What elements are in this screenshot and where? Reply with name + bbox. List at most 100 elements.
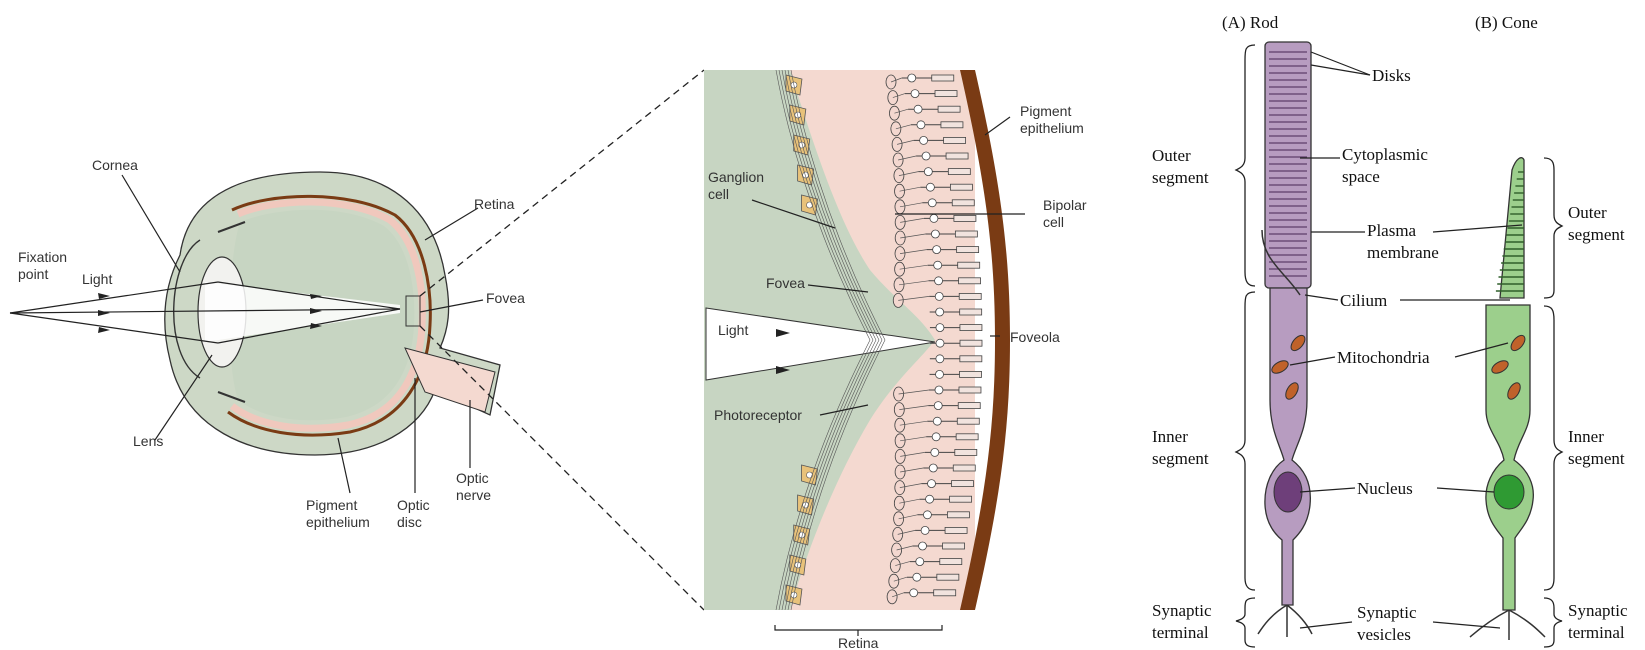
photoreceptor-body [908,74,916,82]
synaptic-vesicles-label: Synaptic vesicles [1357,603,1421,644]
photoreceptor-body [924,168,932,176]
photoreceptor-segment [943,543,965,549]
photoreceptor-segment [952,200,974,206]
photoreceptor-body [923,511,931,519]
nucleus-label: Nucleus [1357,479,1413,498]
fovea-detail: Pigment epithelium Ganglion cell Bipolar… [704,70,1090,650]
cone-nucleus [1494,475,1524,509]
photoreceptor-segment [947,512,969,518]
mitochondria-label: Mitochondria [1337,348,1430,367]
photoreceptor-body [930,214,938,222]
photoreceptor-segment [940,559,962,565]
inner-segment-label-right: Inner segment [1568,427,1625,468]
photoreceptor-body [919,542,927,550]
photoreceptor-body [936,324,944,332]
fixation-point-label: Fixation point [18,249,71,282]
retina-label-eye: Retina [474,196,515,212]
left-braces [1236,45,1255,647]
photoreceptor-segment [945,527,967,533]
photoreceptor-body [936,308,944,316]
photoreceptor-body [916,558,924,566]
rod-outer-segment [1265,42,1311,288]
photoreceptor-body [910,589,918,597]
zoom-line-bottom [420,326,704,610]
photoreceptor-body [928,480,936,488]
photoreceptor-segment [956,434,978,440]
bipolar-cell-label: Bipolar cell [1043,197,1090,230]
photoreceptor-label: Photoreceptor [714,407,802,423]
photoreceptor-body [934,402,942,410]
photoreceptor-segment [955,449,977,455]
photoreceptor-body [920,136,928,144]
retina-label-fovea: Retina [838,635,879,650]
fovea-label-detail: Fovea [766,275,805,291]
photoreceptor-body [935,277,943,285]
photoreceptor-segment [960,356,982,362]
photoreceptor-body [933,246,941,254]
photoreceptor-body [931,448,939,456]
cone-terminal [1470,610,1545,640]
disks-label: Disks [1372,66,1411,85]
photoreceptor-segment [959,278,981,284]
photoreceptor-segment [960,340,982,346]
pigment-epithelium-label-fovea: Pigment epithelium [1020,103,1084,136]
rod-cell [1258,42,1312,637]
photoreceptor-body [936,339,944,347]
cone-inner-segment [1486,305,1533,610]
photoreceptor-segment [952,481,974,487]
photoreceptor-segment [950,496,972,502]
cytoplasmic-space-label: Cytoplasmic space [1342,145,1432,186]
pigment-epithelium-label-eye: Pigment epithelium [306,497,370,530]
rod-nucleus [1274,472,1302,512]
photoreceptor-body [936,370,944,378]
photoreceptor-segment [959,387,981,393]
photoreceptor-body [931,230,939,238]
lens-label: Lens [133,433,163,449]
rod-title: (A) Rod [1222,13,1279,32]
photoreceptor-segment [958,403,980,409]
light-label-fovea: Light [718,322,748,338]
photoreceptor-body [928,199,936,207]
rod-cone-panel: (A) Rod (B) Cone [1152,13,1632,647]
photoreceptor-segment [953,465,975,471]
photoreceptor-segment [934,590,956,596]
photoreceptor-body [926,183,934,191]
photoreceptor-segment [954,215,976,221]
photoreceptor-body [935,292,943,300]
photoreceptor-segment [938,106,960,112]
cone-cell [1470,158,1545,640]
photoreceptor-segment [960,309,982,315]
photoreceptor-segment [950,184,972,190]
photoreceptor-segment [946,153,968,159]
photoreceptor-segment [941,122,963,128]
photoreceptor-body [926,495,934,503]
photoreceptor-body [914,105,922,113]
zoom-line-top [420,70,704,296]
inner-segment-label-left: Inner segment [1152,427,1209,468]
photoreceptor-segment [955,231,977,237]
right-braces [1544,158,1562,647]
eye-cross-section: Fixation point Light Cornea Lens Retina … [10,70,704,610]
synaptic-terminal-label-right: Synaptic terminal [1568,601,1632,642]
cone-title: (B) Cone [1475,13,1538,32]
foveola-label: Foveola [1010,329,1060,345]
photoreceptor-body [929,464,937,472]
synaptic-terminal-label-left: Synaptic terminal [1152,601,1216,642]
photoreceptor-segment [960,371,982,377]
photoreceptor-body [922,152,930,160]
cilium-label: Cilium [1340,291,1387,310]
optic-nerve-label: Optic nerve [456,470,493,503]
photoreceptor-segment [932,75,954,81]
photoreceptor-body [917,121,925,129]
photoreceptor-body [933,417,941,425]
rod-terminal [1258,605,1312,637]
photoreceptor-body [911,90,919,98]
photoreceptor-segment [958,262,980,268]
photoreceptor-body [936,355,944,363]
photoreceptor-segment [957,418,979,424]
fovea-label-eye: Fovea [486,290,525,306]
photoreceptor-body [932,433,940,441]
photoreceptor-body [913,573,921,581]
outer-segment-label-right: Outer segment [1568,203,1625,244]
